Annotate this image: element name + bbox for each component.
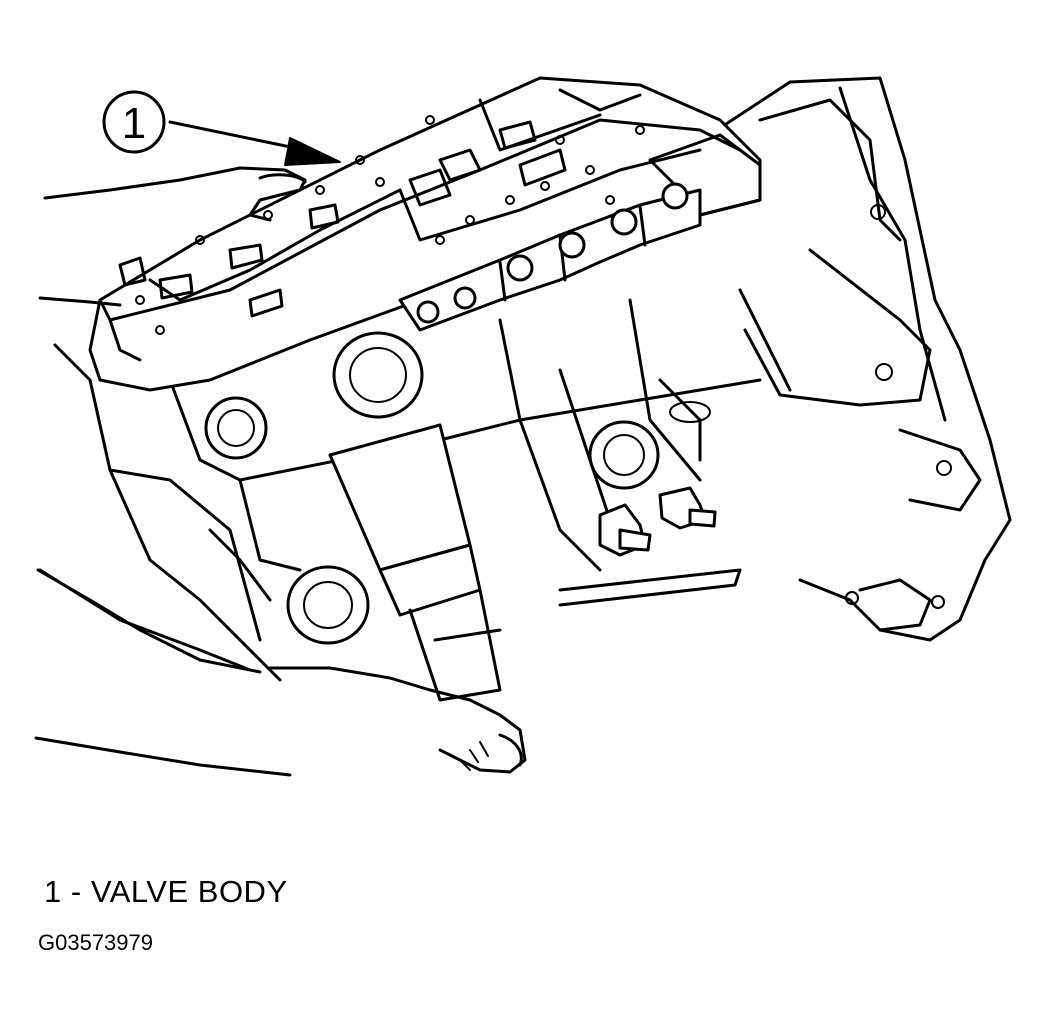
callout-number: 1 [122,99,146,148]
legend-number: 1 [44,874,62,909]
case-ports [204,331,660,645]
valve-body-illustration: 1 [34,76,1012,777]
callout-1: 1 [102,90,341,166]
servo-cylinders [328,368,711,702]
valve-body-assembly [88,76,762,392]
legend-item: 1 - VALVE BODY [44,874,288,910]
figure-id: G03573979 [38,930,153,955]
cooler-fittings [598,486,717,557]
transmission-case [718,76,1012,642]
legend-label: VALVE BODY [90,874,288,909]
lever-plate [398,182,702,332]
technician-hands [34,166,527,777]
legend-separator: - [61,874,91,909]
